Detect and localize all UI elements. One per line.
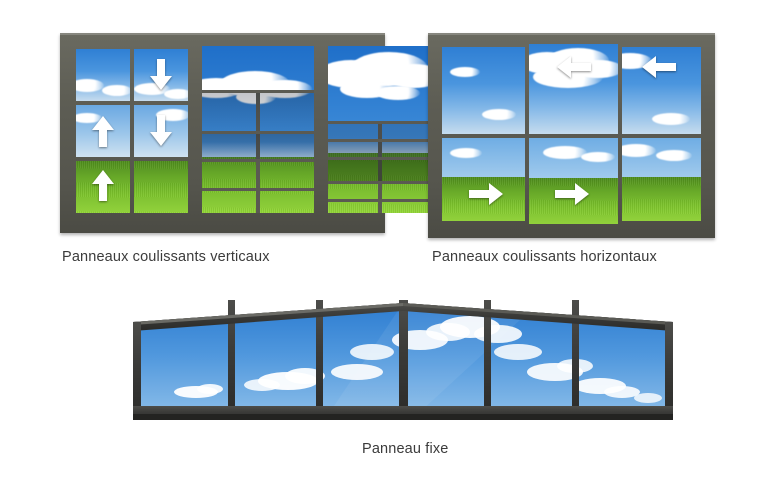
pane-v-s1-r2c1 [76, 105, 130, 157]
sash-mullion-v-s2 [256, 90, 260, 213]
pane-h-r1c3 [622, 47, 701, 134]
pane-h-r1c2 [529, 44, 618, 134]
caption-fixed-panel: Panneau fixe [362, 441, 449, 457]
pane-h-r2c1 [442, 138, 525, 221]
sash-rail-v-s3-d [328, 199, 434, 202]
sash-rail-v-s3-a [328, 139, 434, 142]
sash-rail-v-s2-low [202, 159, 314, 162]
pane-h-r2c3 [622, 138, 701, 221]
pane-v-s1-r3c1 [76, 161, 130, 213]
gable-mullion-apex [399, 300, 408, 420]
pane-v-s1-r3c2 [134, 161, 188, 213]
caption-horizontal-panels: Panneaux coulissants horizontaux [432, 249, 657, 265]
pane-v-s1-r1c2 [134, 49, 188, 101]
gable-mullion-4 [572, 300, 579, 420]
gable-frame-outer [133, 303, 673, 420]
pane-h-r1c1 [442, 47, 525, 134]
sash-rail-v-s2-bottom [202, 188, 314, 191]
sash-mullion-v-s3 [378, 121, 382, 213]
pane-v-s1-r1c1 [76, 49, 130, 101]
gable-glazing [140, 310, 666, 412]
sash-rail-v-s2-mid [202, 131, 314, 134]
sash-rail-v-s3-c [328, 181, 434, 184]
sash-glass-v-s3-2 [328, 142, 434, 157]
pane-v-s1-r2c2 [134, 105, 188, 157]
sash-rail-v-s3-b [328, 157, 434, 160]
pane-h-r2c2 [529, 138, 618, 224]
gable-mullion-3 [484, 300, 491, 420]
vertical-sliding-window [60, 33, 434, 233]
gable-mullion-1 [228, 300, 235, 420]
sash-glass-v-s3-1 [328, 124, 434, 139]
gable-mullion-2 [316, 300, 323, 420]
caption-vertical-panels: Panneaux coulissants verticaux [62, 249, 270, 265]
horizontal-sliding-window [428, 33, 715, 238]
sash-glass-v-s3-3 [328, 160, 434, 181]
